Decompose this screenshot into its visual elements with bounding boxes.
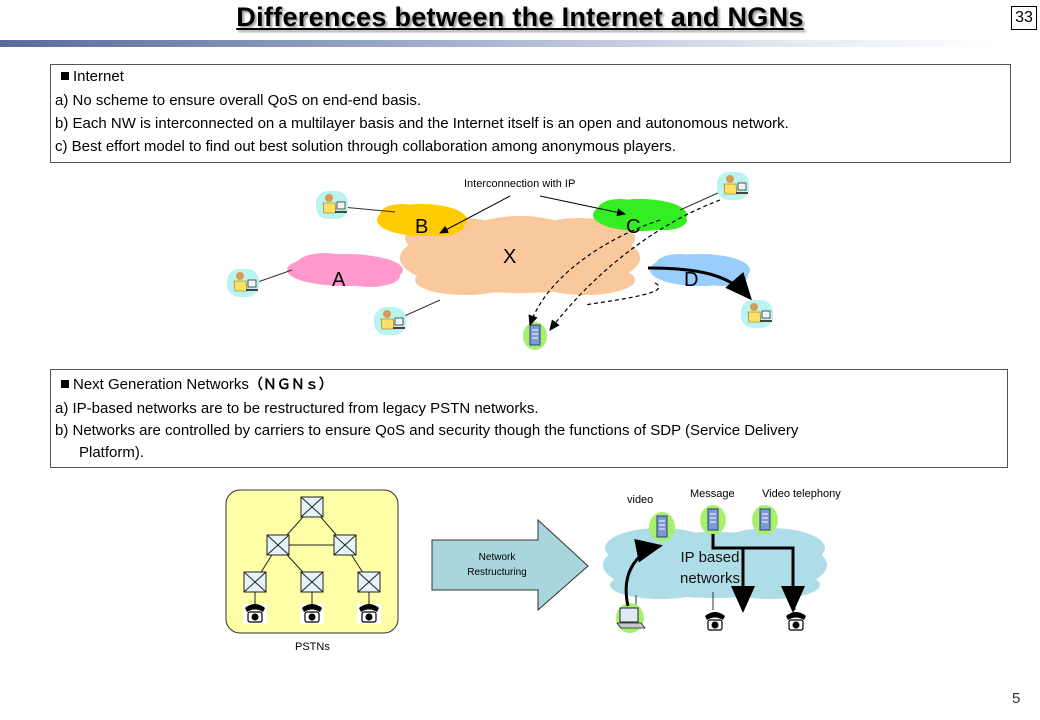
laptop-to-video-arrow [624, 538, 663, 607]
service-label-video-telephony: Video telephony [762, 488, 841, 500]
square-bullet-icon [61, 72, 69, 80]
network-label-d: D [684, 269, 698, 291]
internet-heading-text: Internet [73, 68, 124, 85]
ngn-heading-text: Next Generation Networks [73, 376, 249, 393]
arrow-label-line1: Network [479, 552, 517, 563]
telephone-icon [242, 603, 268, 625]
switch-icon [300, 496, 324, 518]
switch-icon [333, 534, 357, 556]
page-number: 5 [1012, 690, 1021, 707]
internet-point-b: b) Each NW is interconnected on a multil… [55, 115, 789, 132]
telephone-icon [702, 611, 728, 633]
laptop-icon [616, 603, 646, 633]
cloud-c [593, 199, 687, 231]
video-server-icon [648, 511, 676, 543]
service-label-video: video [627, 494, 653, 506]
flow-arrow-d [647, 266, 752, 301]
arrow-label-line2: Restructuring [467, 567, 526, 578]
title-underline-bar [0, 40, 1000, 47]
slide-number-badge: 33 [1011, 6, 1037, 30]
ip-label-line1: IP based [681, 549, 740, 566]
video-telephony-server-icon [751, 504, 779, 536]
telephone-icon [356, 603, 382, 625]
pstn-box [225, 489, 399, 634]
internet-heading: Internet [61, 68, 124, 85]
ip-label-line2: networks [680, 570, 740, 587]
service-label-message: Message [690, 488, 735, 500]
internet-point-c: c) Best effort model to find out best so… [55, 138, 676, 155]
ngn-heading-abbrev: （ＮＧＮｓ） [248, 376, 333, 392]
message-route-arrow [711, 534, 755, 613]
network-label-c: C [626, 216, 640, 238]
pstn-label: PSTNs [295, 641, 330, 653]
internet-point-a: a) No scheme to ensure overall QoS on en… [55, 92, 422, 109]
ngn-point-b-cont: Platform). [79, 444, 145, 461]
internet-description-box: Internet a) No scheme to ensure overall … [50, 64, 1011, 163]
ngn-description-box: Next Generation Networks（ＮＧＮｓ） a) IP-bas… [50, 369, 1008, 468]
ngn-point-a: a) IP-based networks are to be restructu… [55, 400, 539, 417]
message-server-icon [699, 504, 727, 536]
telephony-route-arrow [730, 546, 805, 613]
interconnection-label: Interconnection with IP [464, 178, 575, 190]
network-label-a: A [332, 269, 346, 291]
restructuring-arrow [431, 518, 589, 612]
arrow-to-c [539, 195, 626, 217]
telephone-icon [783, 611, 809, 633]
ngn-heading: Next Generation Networks（ＮＧＮｓ） [61, 374, 333, 394]
network-label-x: X [503, 246, 516, 268]
arrow-to-b [439, 195, 511, 234]
network-label-b: B [415, 216, 428, 238]
square-bullet-icon [61, 380, 69, 388]
switch-icon [300, 571, 324, 593]
switch-icon [266, 534, 290, 556]
ngn-point-b: b) Networks are controlled by carriers t… [55, 422, 799, 439]
switch-icon [357, 571, 381, 593]
switch-icon [243, 571, 267, 593]
slide-title: Differences between the Internet and NGN… [236, 2, 804, 32]
telephone-icon [299, 603, 325, 625]
cloud-a [287, 253, 403, 287]
